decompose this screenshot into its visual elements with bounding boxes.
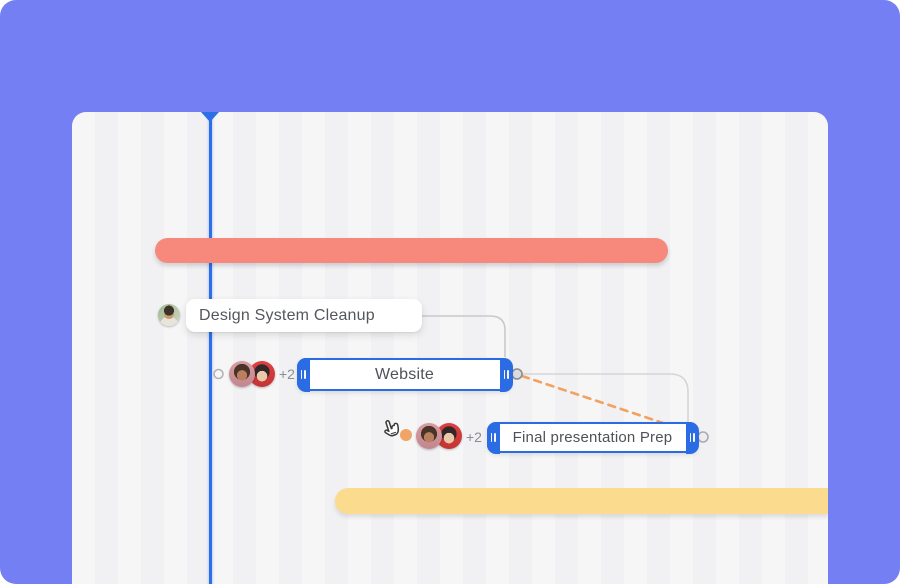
task-label: Website (375, 365, 434, 383)
extra-assignees-badge-final[interactable]: +2 (466, 429, 482, 445)
task-label: Design System Cleanup (199, 306, 375, 324)
timeline-bar-yellow[interactable] (335, 488, 828, 514)
task-label: Final presentation Prep (512, 429, 673, 446)
avatar-final-1[interactable] (416, 423, 442, 449)
task-bar-final-presentation-prep[interactable]: Final presentation Prep (486, 421, 699, 454)
connector-design-to-website (422, 315, 506, 357)
extra-assignees-badge-website[interactable]: +2 (279, 366, 295, 382)
timeline-board: Design System Cleanup +2 Website +2 Fina… (72, 112, 828, 584)
connection-point-final-right[interactable] (697, 431, 709, 443)
task-card-design-system-cleanup[interactable]: Design System Cleanup (186, 299, 422, 332)
drag-handle-right[interactable] (499, 357, 513, 392)
avatar-website-1[interactable] (229, 361, 255, 387)
drag-handle-left[interactable] (296, 357, 310, 392)
today-marker-icon (201, 112, 219, 122)
drag-handle-left[interactable] (486, 421, 500, 454)
cursor-icon (374, 414, 407, 449)
task-bar-website[interactable]: Website (296, 357, 513, 392)
drag-handle-right[interactable] (685, 421, 699, 454)
timeline-bar-salmon[interactable] (155, 238, 668, 263)
connection-point-website-right[interactable] (511, 368, 523, 380)
dependency-drag-line (520, 374, 668, 426)
avatar-design-system-cleanup[interactable] (158, 304, 180, 326)
connection-point-website-left[interactable] (213, 368, 224, 380)
today-line (209, 112, 212, 584)
